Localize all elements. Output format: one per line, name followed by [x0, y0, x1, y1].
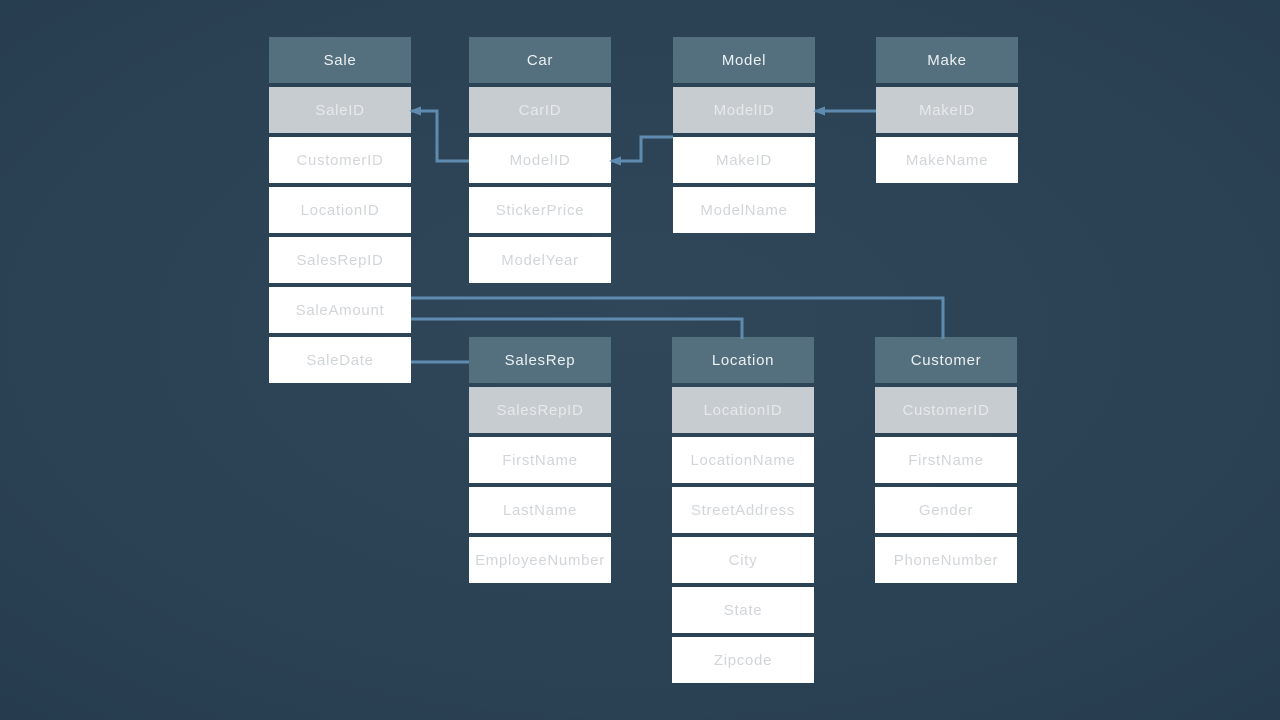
table-title-car: Car	[469, 37, 611, 83]
field-car-stickerprice: StickerPrice	[469, 187, 611, 233]
field-car-modelyear: ModelYear	[469, 237, 611, 283]
table-title-customer: Customer	[875, 337, 1017, 383]
table-title-sale: Sale	[269, 37, 411, 83]
field-car-modelid: ModelID	[469, 137, 611, 183]
field-location-locationname: LocationName	[672, 437, 814, 483]
field-salesrep-firstname: FirstName	[469, 437, 611, 483]
primary-key-field-makeid: MakeID	[876, 87, 1018, 133]
field-make-makename: MakeName	[876, 137, 1018, 183]
field-customer-gender: Gender	[875, 487, 1017, 533]
table-title-location: Location	[672, 337, 814, 383]
field-location-city: City	[672, 537, 814, 583]
field-sale-saledate: SaleDate	[269, 337, 411, 383]
field-customer-phonenumber: PhoneNumber	[875, 537, 1017, 583]
table-title-salesrep: SalesRep	[469, 337, 611, 383]
primary-key-field-customerid: CustomerID	[875, 387, 1017, 433]
connector-sale-to-location	[411, 317, 744, 339]
field-salesrep-lastname: LastName	[469, 487, 611, 533]
primary-key-field-salesrepid: SalesRepID	[469, 387, 611, 433]
field-model-modelname: ModelName	[673, 187, 815, 233]
field-model-makeid: MakeID	[673, 137, 815, 183]
field-customer-firstname: FirstName	[875, 437, 1017, 483]
connector-sale-saleid-to-car-modelid	[411, 109, 469, 163]
connector-sale-to-customer	[411, 296, 945, 339]
field-salesrep-employeenumber: EmployeeNumber	[469, 537, 611, 583]
primary-key-field-saleid: SaleID	[269, 87, 411, 133]
primary-key-field-modelid: ModelID	[673, 87, 815, 133]
primary-key-field-locationid: LocationID	[672, 387, 814, 433]
field-sale-customerid: CustomerID	[269, 137, 411, 183]
field-sale-salesrepid: SalesRepID	[269, 237, 411, 283]
primary-key-field-carid: CarID	[469, 87, 611, 133]
field-sale-locationid: LocationID	[269, 187, 411, 233]
table-title-model: Model	[673, 37, 815, 83]
table-title-make: Make	[876, 37, 1018, 83]
field-location-streetaddress: StreetAddress	[672, 487, 814, 533]
connector-car-modelid-to-model-modelid	[611, 135, 673, 163]
field-location-state: State	[672, 587, 814, 633]
field-location-zipcode: Zipcode	[672, 637, 814, 683]
field-sale-saleamount: SaleAmount	[269, 287, 411, 333]
